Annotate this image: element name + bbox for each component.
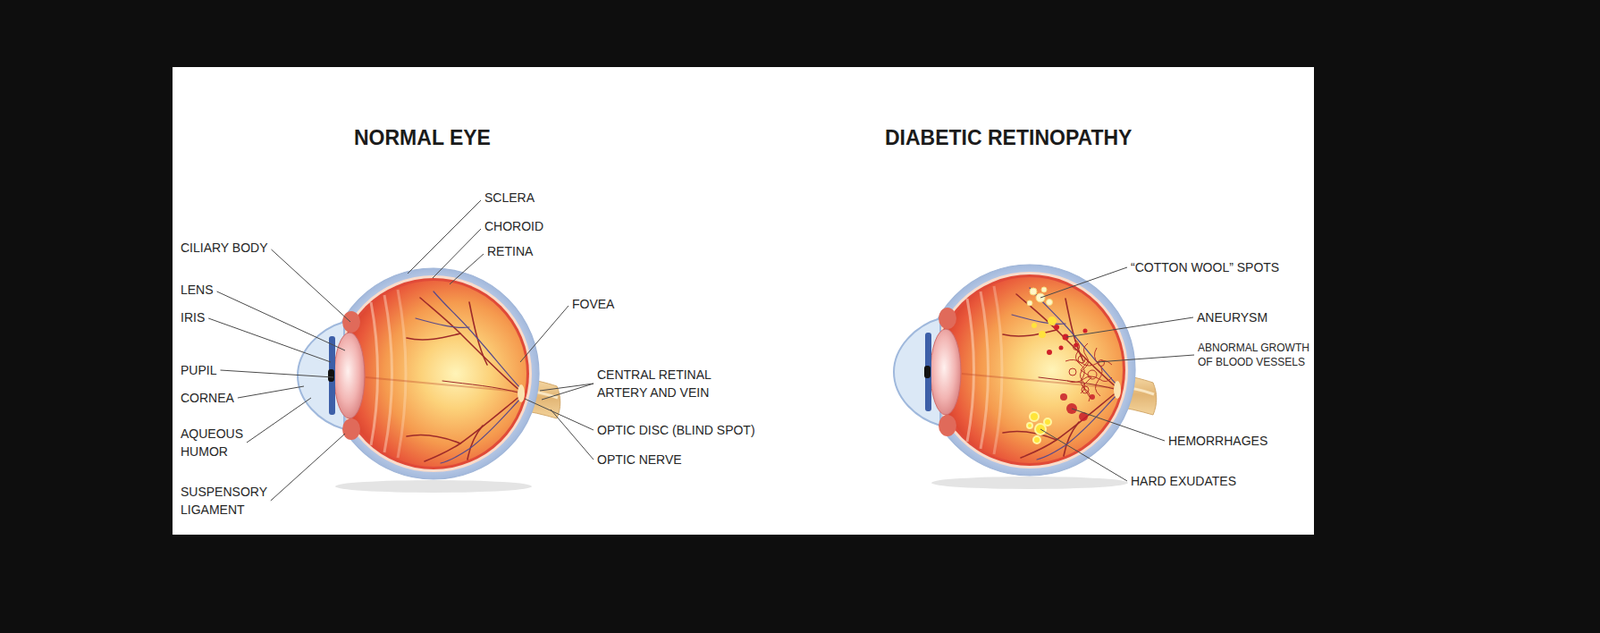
- leader-line: [220, 370, 335, 378]
- part-label: CENTRAL RETINAL ARTERY AND VEIN: [597, 365, 725, 402]
- part-label: OPTIC DISC (BLIND SPOT): [597, 421, 756, 439]
- white-panel: [172, 67, 1314, 535]
- leader-line: [550, 409, 594, 460]
- leader-line: [1040, 267, 1128, 298]
- leader-line: [270, 433, 346, 501]
- part-label: CILIARY BODY: [180, 238, 269, 257]
- part-label: HARD EXUDATES: [1130, 471, 1237, 490]
- part-label: CORNEA: [180, 388, 235, 407]
- leader-line: [208, 318, 331, 363]
- leader-line: [407, 200, 481, 274]
- part-label: IRIS: [180, 308, 205, 327]
- panel-heading: DIABETIC RETINOPATHY: [884, 125, 1132, 151]
- part-label: AQUEOUS HUMOR: [180, 424, 262, 461]
- leader-line: [271, 249, 352, 322]
- part-label: OPTIC NERVE: [597, 450, 683, 469]
- leader-line: [1071, 408, 1165, 441]
- leader-line: [524, 398, 594, 430]
- leader-line: [539, 383, 594, 391]
- part-label: LENS: [180, 280, 214, 299]
- part-label: CHOROID: [484, 217, 544, 236]
- leader-line: [246, 397, 312, 443]
- part-label: PUPIL: [180, 361, 217, 379]
- leader-line: [237, 386, 304, 398]
- leader-line: [541, 383, 594, 400]
- part-label: HEMORRHAGES: [1168, 431, 1268, 450]
- part-label: “COTTON WOOL” SPOTS: [1130, 258, 1280, 277]
- leader-line: [1040, 429, 1128, 481]
- leader-line: [1066, 317, 1194, 337]
- part-label: FOVEA: [572, 294, 615, 313]
- panel-heading: NORMAL EYE: [353, 125, 491, 151]
- part-label: RETINA: [487, 242, 533, 261]
- part-label: ABNORMAL GROWTH OF BLOOD VESSELS: [1197, 340, 1314, 370]
- leader-line: [217, 291, 346, 351]
- leader-line: [520, 305, 569, 363]
- leader-line: [1096, 354, 1195, 363]
- part-label: ANEURYSM: [1196, 308, 1268, 327]
- leader-line: [432, 228, 481, 278]
- leader-line: [449, 253, 484, 285]
- part-label: SCLERA: [484, 188, 535, 207]
- part-label: SUSPENSORY LIGAMENT: [180, 482, 281, 519]
